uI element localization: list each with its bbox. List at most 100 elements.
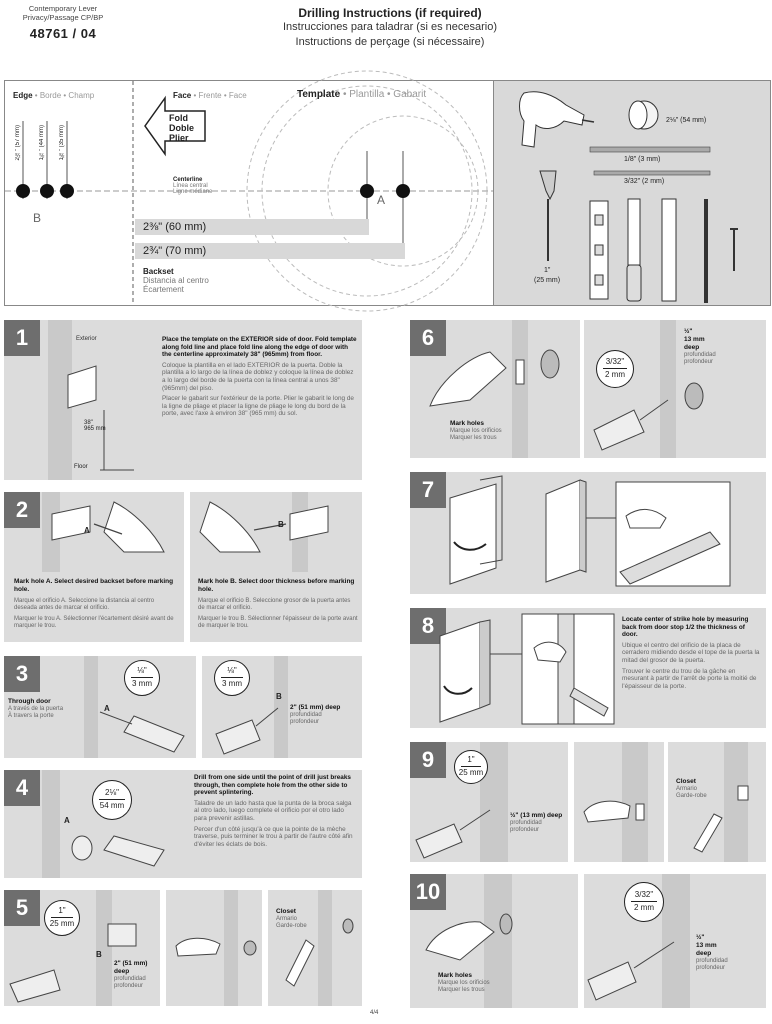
template-guides [5,70,494,312]
door-jamb [724,742,748,862]
bit-size-circle: 1"25 mm [454,750,488,784]
hole-a-1 [360,184,374,198]
floor-label: Floor [74,464,88,470]
title-en: Drilling Instructions (if required) [298,6,482,20]
bit-1-8-label: 1/8" (3 mm) [624,156,661,163]
depth-label: 2" (51 mm) deep profundidad profondeur [114,960,148,989]
depth-label: ½" 13 mm deep profundidad profondeur [684,328,716,365]
door-edge [318,890,332,1006]
edge-dim-3: 1⅜" (35 mm) [59,125,65,161]
step-6-panel-right: 3/32"2 mm ½" 13 mm deep profundidad prof… [584,320,766,458]
bit-size-circle: 1"25 mm [44,900,80,936]
step-4-panel: 4 2⅛"54 mm A Drill from one side until t… [4,770,362,878]
door-edge [660,320,676,458]
step-7-panel: 7 [410,472,766,594]
step-5-a-illustration [9,923,137,1003]
edge-dim-1: 2⅛" (57 mm) [15,125,21,161]
closet-label: Closet Armario Garde-robe [276,908,307,929]
bit-3-32-icon [593,170,711,176]
step-7-number: 7 [410,472,446,508]
step-7-illustration [449,475,731,587]
step-9-c-illustration [693,785,749,853]
door-edge [274,656,288,758]
step-9-panel-c: Closet Armario Garde-robe [668,742,766,862]
step-5-number: 5 [4,890,40,926]
backset-70-bar: 2¾" (70 mm) [135,243,405,259]
step-1-text: Place the template on the EXTERIOR side … [162,336,357,418]
step-5-panel-b [166,890,262,1006]
hole-b-3 [60,184,74,198]
centerline-label: Centerline Línea central Ligne médiane [173,177,213,195]
template-label: Template • Plantilla • Gabarit [297,89,427,100]
step-10-panel-right: 3/32"2 mm ½" 13 mm deep profundidad prof… [584,874,766,1008]
door-jamb [622,742,648,862]
hole-a-2 [396,184,410,198]
product-info: Contemporary Lever Privacy/Passage CP/BP… [8,4,118,41]
step-5-b-illustration [175,937,257,957]
title-es: Instrucciones para taladrar (si es neces… [283,21,497,33]
bit-size-circle: 2⅛"54 mm [92,780,132,820]
door-edge [96,890,112,1006]
step-3-number: 3 [4,656,40,692]
bit-2-18-label: 2⅛" (54 mm) [666,117,707,124]
label-a: A [64,816,70,825]
door-edge [84,656,98,758]
chisel-icon [626,198,642,302]
door-edge [224,890,238,1006]
hole-saw-icon [628,100,659,130]
step-4-number: 4 [4,770,40,806]
step-2-left-illustration [51,501,165,553]
step-8-text: Locate center of strike hole by measurin… [622,616,760,690]
step-5-panel-c: Closet Armario Garde-robe [268,890,362,1006]
step-9-a-illustration [415,809,491,859]
step-9-panel-b [574,742,664,862]
step-9-number: 9 [410,742,446,778]
step-5-panel-a: 5 1"25 mm B 2" (51 mm) deep profundidad … [4,890,160,1006]
ruler-icon [661,198,677,302]
step-2-left-text: Mark hole A. Select desired backset befo… [14,578,174,629]
label-b: B [276,692,282,701]
step-3-panel-left: 3 ⅛"3 mm A Through door A través de la p… [4,656,196,758]
title-fr: Instructions de perçage (si nécessaire) [295,36,485,48]
spade-bit-icon [539,170,557,261]
product-line2: Privacy/Passage CP/BP [22,13,104,22]
label-b: B [33,211,42,225]
spade-label: 1" [544,267,551,274]
closet-label: Closet Armario Garde-robe [676,778,707,799]
step-4-text: Drill from one side until the point of d… [194,774,353,848]
bit-size-circle: 3/32"2 mm [624,882,664,922]
nail-icon [730,228,738,271]
label-a: A [104,704,110,713]
spade-mm-label: (25 mm) [534,277,561,284]
step-2-panel-right: B Mark hole B. Select door thickness bef… [190,492,362,642]
door-jamb [662,874,690,1008]
through-door-label: Through door A través de la puerta À tra… [8,698,64,719]
edge-dim-2: 1¾" (44 mm) [39,125,45,161]
step-4-illustration [71,835,165,867]
step-10-panel-left: 10 Mark holes Marque los orificios Marqu… [410,874,578,1008]
step-5-c-illustration [285,918,354,987]
drill-icon [519,91,595,148]
step-1-panel: 1 Exterior 38"965 mm Floor Place the tem… [4,320,362,480]
mark-holes-label: Mark holes Marque los orificios Marquer … [450,420,502,441]
dim-38: 38"965 mm [84,420,106,432]
exterior-label: Exterior [76,336,97,342]
product-code: 48761 / 04 [29,26,97,41]
level-icon [589,200,609,300]
step-10-right-illustration [587,941,675,1001]
bit-1-8-icon [589,146,711,153]
door-edge [42,770,60,878]
step-8-illustration [439,613,615,725]
door-jamb [484,874,512,1008]
edge-label: Edge • Borde • Champ [13,91,95,100]
label-b: B [278,520,284,529]
backset-60-bar: 2⅜" (60 mm) [135,219,369,235]
tools-illustrations [519,91,738,303]
tools-panel: 2⅛" (54 mm) 1/8" (3 mm) 3/32" (2 mm) 1" … [493,80,771,306]
step-3-left-illustration [99,711,185,753]
step-10-number: 10 [410,874,446,910]
step-2-number: 2 [4,492,40,528]
face-label: Face • Frente • Face [173,91,247,100]
backset-label: Backset Distancia al centro Écartement [143,267,209,294]
